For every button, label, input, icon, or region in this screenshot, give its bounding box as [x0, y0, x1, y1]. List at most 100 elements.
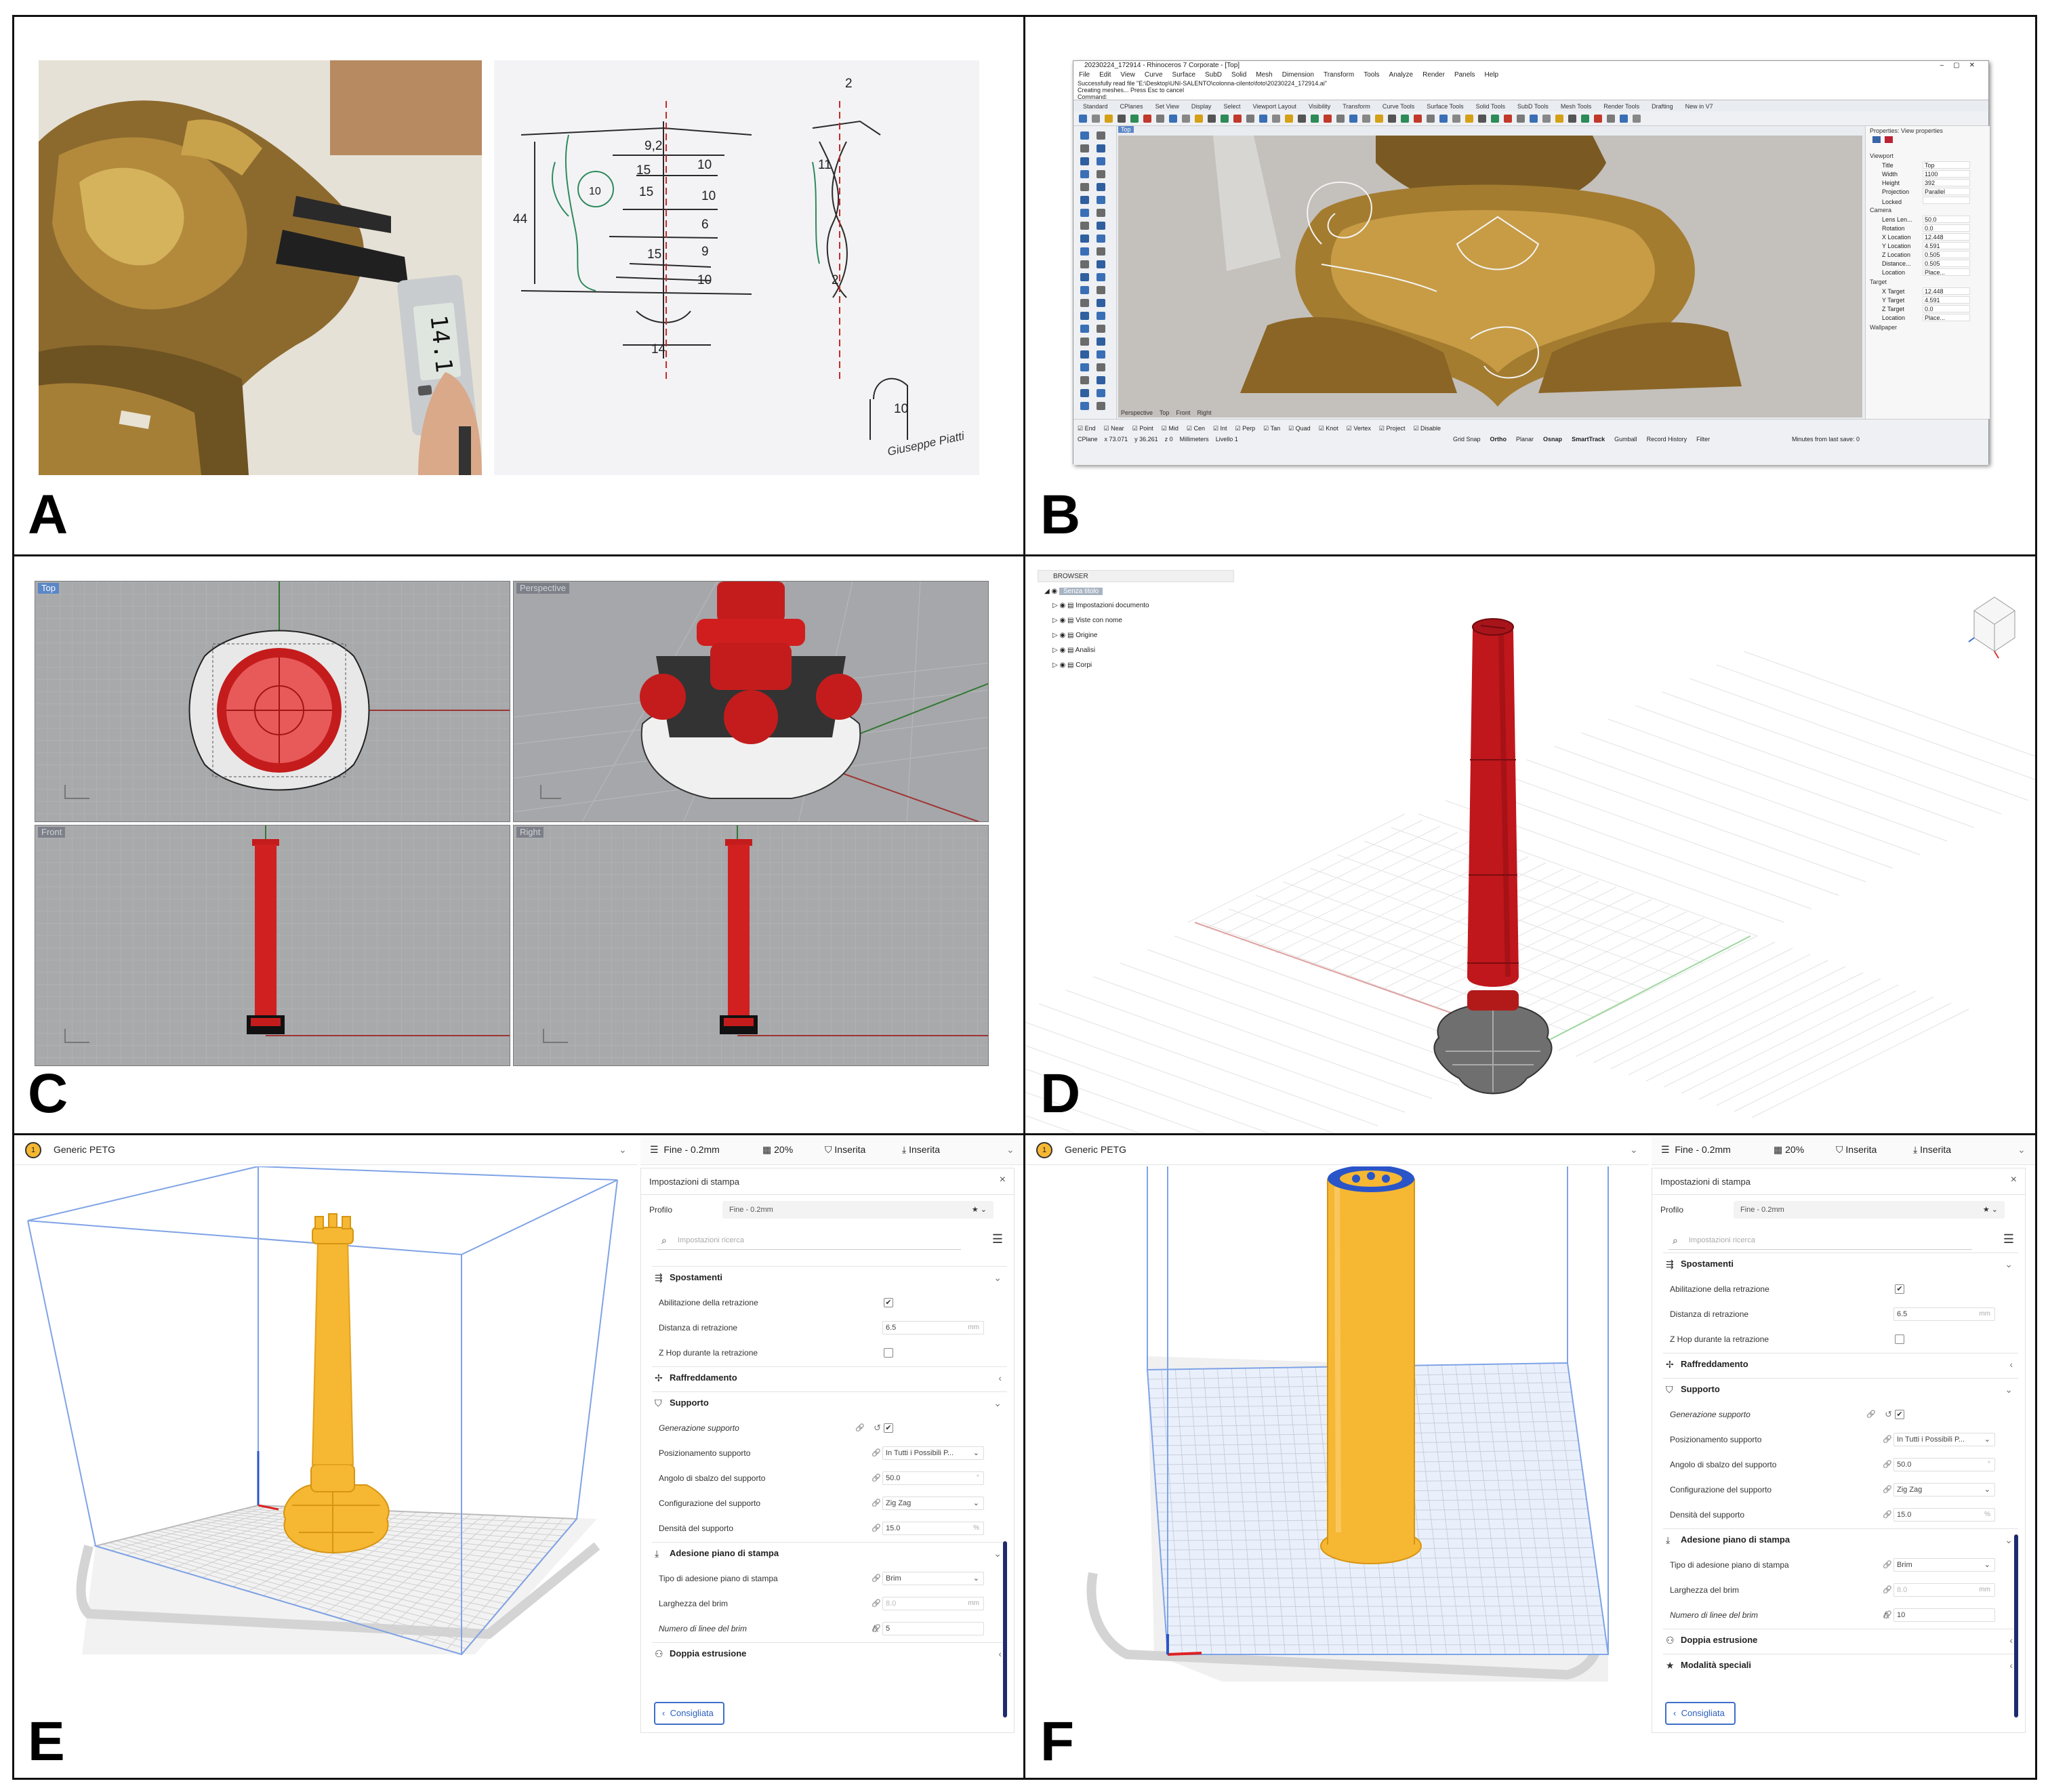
chevron-down-icon[interactable]: ⌄	[2005, 1384, 2013, 1395]
tool-icon[interactable]	[1097, 312, 1105, 320]
tool-icon[interactable]	[1080, 338, 1089, 346]
tool-icon[interactable]	[1097, 196, 1105, 204]
status-mode[interactable]: Grid Snap	[1453, 436, 1481, 443]
tool-icon[interactable]	[1221, 115, 1229, 123]
setting-row[interactable]: Densità del supporto🔗15.0%	[652, 1518, 1007, 1539]
target-prop-value[interactable]: 0.0	[1923, 305, 1970, 312]
link-icon[interactable]: 🔗	[1883, 1435, 1892, 1444]
tool-icon[interactable]	[1080, 389, 1089, 397]
status-mode[interactable]: Record History	[1646, 436, 1687, 443]
support-summary[interactable]: ⛉ Inserita	[1836, 1144, 1877, 1156]
build-volume-view[interactable]	[14, 1166, 638, 1776]
target-prop-value[interactable]: Place...	[1923, 314, 1970, 321]
status-mode[interactable]: Gumball	[1614, 436, 1637, 443]
setting-row[interactable]: Configurazione del supporto🔗Zig Zag⌄	[1663, 1480, 2018, 1500]
setting-section[interactable]: ⇶Spostamenti⌄	[652, 1267, 1007, 1288]
osnap-option[interactable]: ☑ Vertex	[1347, 425, 1371, 432]
menu-curve[interactable]: Curve	[1144, 71, 1163, 79]
viewport-label-front[interactable]: Front	[38, 827, 66, 838]
menu-render[interactable]: Render	[1422, 71, 1445, 79]
link-icon[interactable]: 🔗	[872, 1499, 881, 1507]
settings-search[interactable]: ⌕Impostazioni ricerca	[657, 1231, 961, 1250]
link-icon[interactable]: 🔗	[1883, 1486, 1892, 1494]
viewport-props-icon[interactable]	[1872, 136, 1881, 143]
tab-render-tools[interactable]: Render Tools	[1603, 103, 1640, 110]
setting-checkbox[interactable]	[1895, 1335, 1904, 1344]
viewport-tab-top[interactable]: Top	[1118, 126, 1134, 133]
osnap-option[interactable]: ☑ Disable	[1413, 425, 1441, 432]
tool-icon[interactable]	[1097, 338, 1105, 346]
tool-icon[interactable]	[1097, 376, 1105, 384]
setting-row[interactable]: Tipo di adesione piano di stampa🔗Brim⌄	[652, 1568, 1007, 1589]
osnap-option[interactable]: ☑ Project	[1379, 425, 1406, 432]
osnap-option[interactable]: ☑ Int	[1213, 425, 1227, 432]
tool-icon[interactable]	[1092, 115, 1100, 123]
tool-icon[interactable]	[1439, 115, 1448, 123]
menu-surface[interactable]: Surface	[1172, 71, 1196, 79]
expand-icon[interactable]: ▷ ◉ ▤	[1052, 647, 1076, 654]
setting-select[interactable]: In Tutti i Possibili P...⌄	[1893, 1433, 1995, 1446]
tool-icon[interactable]	[1517, 115, 1525, 123]
tool-icon[interactable]	[1478, 115, 1486, 123]
tool-icon[interactable]	[1097, 209, 1105, 217]
link-icon[interactable]: 🔗	[1866, 1410, 1876, 1419]
setting-input[interactable]: 50.0°	[1893, 1458, 1995, 1471]
link-icon[interactable]: 🔗	[855, 1424, 865, 1432]
close-icon[interactable]: ×	[999, 1174, 1006, 1185]
menu-mesh[interactable]: Mesh	[1256, 71, 1273, 79]
reset-icon[interactable]: ↺	[874, 1423, 881, 1433]
chevron-down-icon[interactable]: ⌄	[972, 1449, 979, 1457]
osnap-option[interactable]: ☑ Quad	[1288, 425, 1311, 432]
tool-icon[interactable]	[1097, 299, 1105, 307]
build-volume-view[interactable]	[1025, 1166, 1649, 1776]
tool-icon[interactable]	[1097, 273, 1105, 281]
chevron-left-icon[interactable]: ‹	[998, 1648, 1002, 1659]
link-icon[interactable]: 🔗	[1883, 1561, 1892, 1569]
tool-icon[interactable]	[1080, 144, 1089, 152]
tool-icon[interactable]	[1568, 115, 1576, 123]
setting-select[interactable]: Zig Zag⌄	[1893, 1483, 1995, 1496]
view-tab-right[interactable]: Right	[1197, 409, 1212, 416]
setting-section[interactable]: ★Modalità speciali‹	[1663, 1655, 2018, 1675]
viewport-label-top[interactable]: Top	[38, 583, 59, 594]
link-icon[interactable]: 🔗	[872, 1574, 881, 1583]
tool-icon[interactable]	[1452, 115, 1460, 123]
setting-checkbox[interactable]: ✔	[884, 1298, 893, 1307]
tab-drafting[interactable]: Drafting	[1652, 103, 1673, 110]
tool-icon[interactable]	[1097, 235, 1105, 243]
osnap-option[interactable]: ☑ Perp	[1235, 425, 1256, 432]
tab-mesh-tools[interactable]: Mesh Tools	[1560, 103, 1592, 110]
extruder-icon[interactable]: 1	[1036, 1142, 1052, 1158]
setting-row[interactable]: Configurazione del supporto🔗Zig Zag⌄	[652, 1493, 1007, 1513]
tool-icon[interactable]	[1259, 115, 1267, 123]
viewport-label-right[interactable]: Right	[516, 827, 544, 838]
left-tool-icons[interactable]	[1073, 126, 1117, 419]
tool-icon[interactable]	[1097, 350, 1105, 359]
target-prop-value[interactable]: 4.591	[1923, 296, 1970, 304]
setting-select[interactable]: Brim⌄	[1893, 1558, 1995, 1572]
setting-input[interactable]: 15.0%	[1893, 1508, 1995, 1522]
setting-row[interactable]: Abilitazione della retrazione✔	[1663, 1279, 2018, 1299]
tool-icon[interactable]	[1182, 115, 1190, 123]
tool-icon[interactable]	[1169, 115, 1177, 123]
expand-icon[interactable]: ▷ ◉ ▤	[1052, 602, 1076, 609]
tool-icon[interactable]	[1555, 115, 1563, 123]
tool-icon[interactable]	[1080, 157, 1089, 165]
function-icon[interactable]: 𝑓ₓ	[1883, 1610, 1889, 1620]
tool-icon[interactable]	[1246, 115, 1254, 123]
tool-icon[interactable]	[1156, 115, 1164, 123]
osnap-option[interactable]: ☑ Mid	[1162, 425, 1179, 432]
setting-checkbox[interactable]: ✔	[1895, 1410, 1904, 1419]
toolbar-icons[interactable]	[1073, 111, 1683, 126]
setting-row[interactable]: Generazione supporto🔗↺✔	[1663, 1404, 2018, 1425]
tool-icon[interactable]	[1080, 222, 1089, 230]
tool-icon[interactable]	[1080, 286, 1089, 294]
viewport-prop-value[interactable]: 392	[1923, 179, 1970, 186]
setting-section[interactable]: ⇶Spostamenti⌄	[1663, 1254, 2018, 1274]
tool-icon[interactable]	[1105, 115, 1113, 123]
infill-summary[interactable]: ▦ 20%	[1774, 1144, 1804, 1156]
osnap-option[interactable]: ☑ Near	[1104, 425, 1124, 432]
osnap-option[interactable]: ☑ Tan	[1263, 425, 1280, 432]
